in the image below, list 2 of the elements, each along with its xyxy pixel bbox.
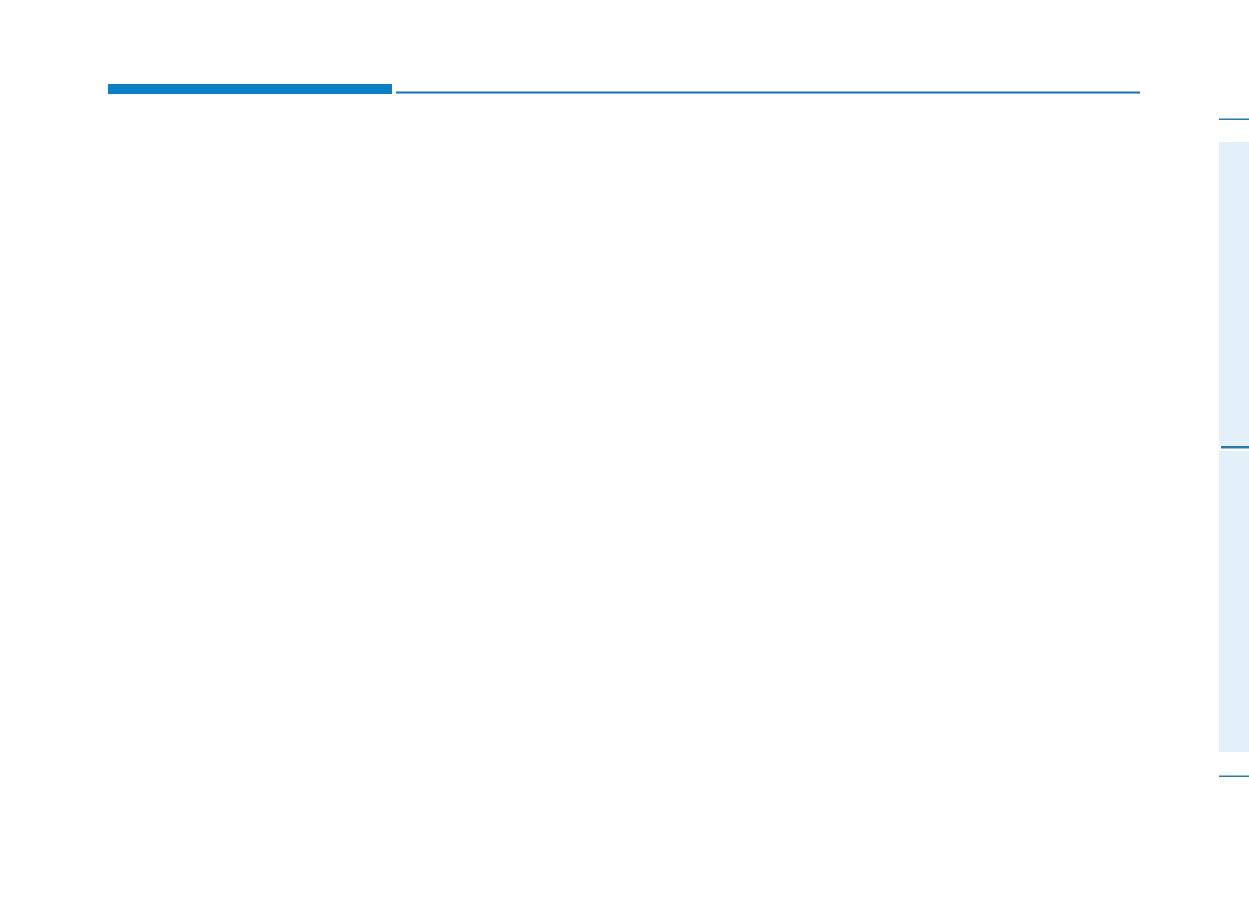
tab-band	[1219, 451, 1249, 752]
tab-band	[1219, 142, 1249, 446]
